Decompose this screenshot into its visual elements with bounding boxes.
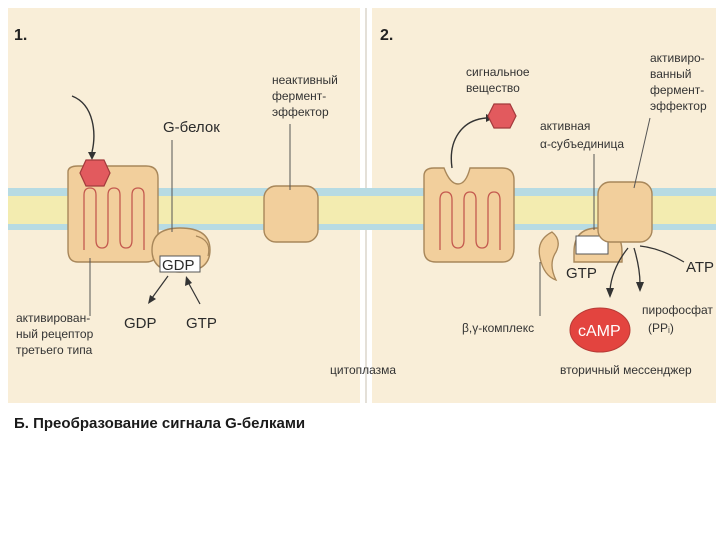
gdp-bound-label: GDP bbox=[162, 257, 195, 274]
receptor-label-line1: активирован- bbox=[16, 311, 90, 325]
activated-enzyme-label-line1: активиро- bbox=[650, 51, 705, 65]
effector-enzyme-active bbox=[597, 181, 653, 243]
signal-substance-label-line2: вещество bbox=[466, 81, 520, 95]
beta-gamma-label: β,γ-комплекс bbox=[462, 321, 534, 335]
ligand-release-arrow bbox=[450, 117, 487, 169]
membrane-outer-lower bbox=[8, 224, 716, 230]
atp-label: ATP bbox=[686, 259, 714, 276]
ligand-arrow bbox=[71, 95, 95, 153]
receptor-label-line3: третьего типа bbox=[16, 343, 93, 357]
receptor-activated bbox=[67, 165, 159, 263]
signal-substance-label-line1: сигнальное bbox=[466, 65, 530, 79]
inactive-enzyme-label-line2: фермент- bbox=[272, 89, 326, 103]
figure-caption: Б. Преобразование сигнала G-белками bbox=[14, 415, 305, 432]
pyrophosphate-label-line2: (PPᵢ) bbox=[648, 321, 674, 335]
membrane-outer-upper bbox=[8, 188, 716, 196]
receptor-released bbox=[423, 167, 515, 263]
g-protein-label: G-белок bbox=[163, 119, 220, 136]
gtp-bound-label: GTP bbox=[566, 265, 597, 282]
gdp-out-label: GDP bbox=[124, 315, 157, 332]
camp-out-arrow-head bbox=[606, 288, 614, 298]
active-alpha-label-line2: α-субъединица bbox=[540, 137, 624, 151]
receptor-label-line2: ный рецептор bbox=[16, 327, 94, 341]
inactive-enzyme-label-line1: неактивный bbox=[272, 73, 338, 87]
camp-out-arrow bbox=[609, 247, 629, 291]
ligand-bound bbox=[79, 159, 111, 187]
panel-one-number: 1. bbox=[14, 27, 27, 44]
gtp-in-label: GTP bbox=[186, 315, 217, 332]
gdp-out-arrow-head bbox=[148, 295, 156, 304]
activated-enzyme-label-line4: эффектор bbox=[650, 99, 707, 113]
gdp-bound-box bbox=[159, 255, 201, 273]
activated-enzyme-leader bbox=[633, 117, 651, 189]
ppi-out-arrow bbox=[633, 247, 641, 285]
ligand-free bbox=[487, 103, 517, 129]
gtp-bound-box bbox=[575, 235, 609, 255]
active-alpha-label-line1: активная bbox=[540, 119, 590, 133]
ligand-arrow-head bbox=[88, 152, 96, 160]
activated-enzyme-label-line2: ванный bbox=[650, 67, 692, 81]
atp-in-curve bbox=[639, 245, 685, 263]
camp-molecule bbox=[569, 307, 631, 353]
beta-gamma-complex bbox=[538, 231, 559, 282]
activated-enzyme-label-line3: фермент- bbox=[650, 83, 704, 97]
ppi-out-arrow-head bbox=[636, 282, 644, 292]
gtp-in-arrow bbox=[187, 281, 201, 305]
cytoplasm-label: цитоплазма bbox=[330, 363, 396, 377]
effector-enzyme-inactive bbox=[263, 185, 319, 243]
pyrophosphate-label-line1: пирофосфат bbox=[642, 303, 713, 317]
gtp-in-arrow-head bbox=[185, 276, 192, 286]
inactive-enzyme-label-line3: эффектор bbox=[272, 105, 329, 119]
panel-two-number: 2. bbox=[380, 27, 393, 44]
gdp-out-arrow bbox=[151, 275, 169, 299]
camp-label: cAMP bbox=[578, 323, 621, 340]
second-messenger-label: вторичный мессенджер bbox=[560, 363, 692, 377]
